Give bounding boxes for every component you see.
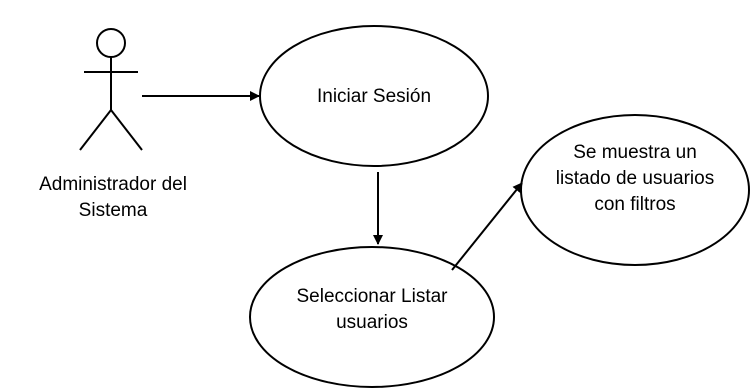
actor-figure [79, 28, 143, 151]
use-case-label-seleccionar-listar-usuarios: Seleccionar Listar usuarios [296, 286, 448, 333]
actor-right-leg [110, 109, 143, 151]
actor-label: Administrador del Sistema [39, 174, 187, 221]
use-case-seleccionar-listar-usuarios [249, 246, 495, 388]
use-case-label-iniciar-sesion: Iniciar Sesión [316, 86, 432, 107]
arrow-seleccionar-to-listado [451, 182, 523, 271]
use-case-label-listado-usuarios: Se muestra un listado de usuarios con fi… [555, 142, 715, 215]
actor-head [96, 28, 126, 58]
actor-left-leg [79, 109, 112, 151]
use-case-iniciar-sesion [259, 25, 489, 167]
